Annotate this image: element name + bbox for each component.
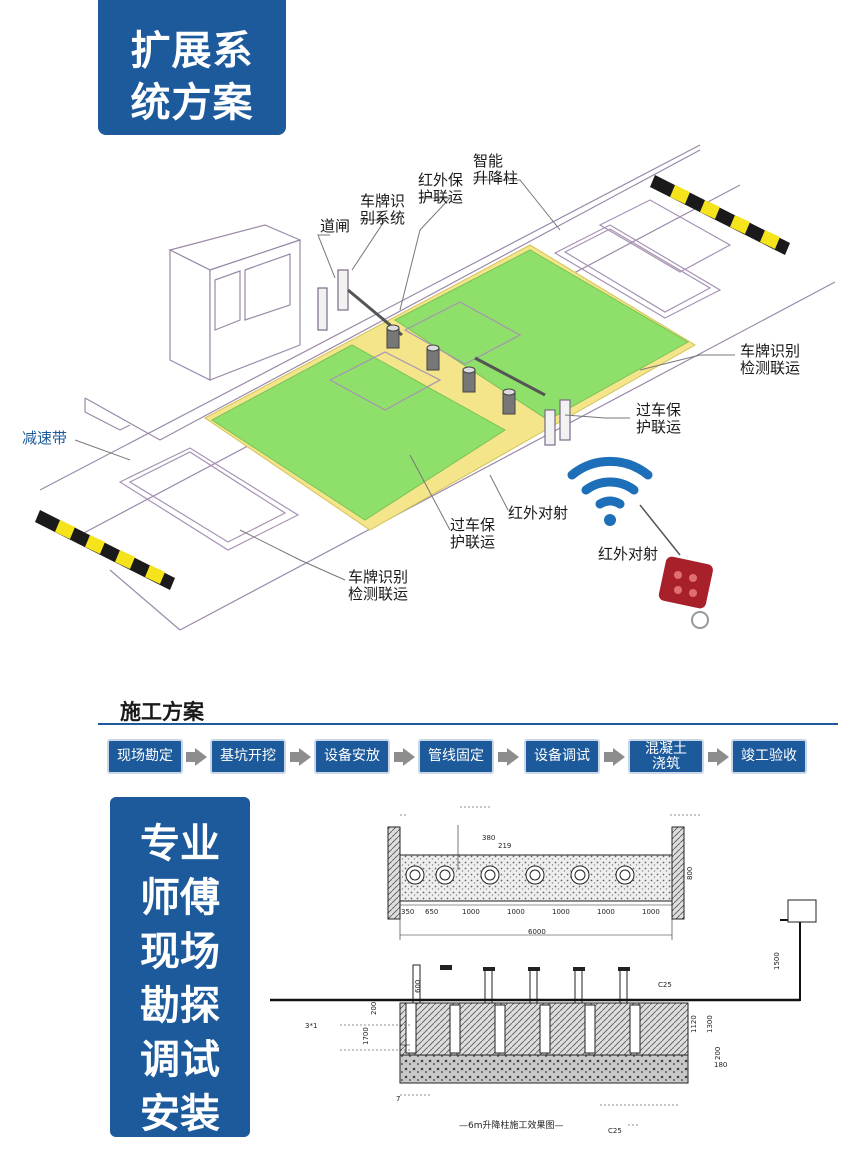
- dim-top-6: 1000: [597, 908, 615, 916]
- step-arrow-3-tail: [394, 752, 403, 762]
- parking-system-diagram: [35, 144, 836, 631]
- title-banner: 扩展系 统方案: [98, 0, 286, 135]
- dim-top-3: 1000: [462, 908, 480, 916]
- dim-1500: 1500: [773, 952, 781, 970]
- remote-control-icon: [639, 504, 713, 629]
- callout-plate-system: 车牌识 别系统: [360, 192, 406, 227]
- dim-top-4: 1000: [507, 908, 525, 916]
- label-3x1: 3*1: [305, 1022, 317, 1030]
- label-c25-top: C25: [658, 981, 672, 989]
- dim-1120: 1120: [690, 1015, 698, 1033]
- dim-219: 219: [498, 842, 511, 850]
- plan-step-5: 设备调试: [524, 739, 600, 774]
- callout-speed-bump: 减速带: [22, 429, 68, 447]
- pro-line-4: 勘探: [140, 983, 220, 1029]
- callout-lift-bollard: 智能 升降柱: [473, 152, 519, 187]
- step-arrow-1-tail: [186, 752, 195, 762]
- label-c25-bottom: C25: [608, 1127, 622, 1135]
- construction-drawing: 350 650 1000 1000 1000 1000 1000 6000 38…: [270, 806, 817, 1135]
- section-view: [270, 899, 817, 1126]
- green-zone-back: [394, 249, 690, 421]
- dim-180: 180: [714, 1061, 727, 1069]
- step-arrow-1: [195, 748, 207, 766]
- callout-barrier: 道闸: [320, 217, 351, 235]
- top-view: [387, 806, 700, 940]
- plan-step-2: 基坑开挖: [210, 739, 286, 774]
- callout-plate-right: 车牌识别 检测联运: [740, 342, 801, 377]
- dim-200: 200: [370, 1002, 378, 1015]
- dim-380: 380: [482, 834, 495, 842]
- wifi-signal-icon: [567, 457, 653, 526]
- callout-pass-protect-right: 过车保 护联运: [636, 401, 682, 436]
- dim-top-1: 350: [401, 908, 414, 916]
- callout-infrared-remote: 红外对射: [598, 545, 659, 563]
- step-arrow-3: [403, 748, 415, 766]
- pro-line-2: 师傅: [140, 875, 220, 921]
- step-arrow-6-tail: [708, 752, 717, 762]
- pro-service-banner: 专业 师傅 现场 勘探 调试 安装: [110, 797, 250, 1137]
- callout-infrared-top: 红外保 护联运: [418, 171, 464, 206]
- dim-1300: 1300: [706, 1015, 714, 1033]
- pro-line-5: 调试: [140, 1037, 220, 1083]
- lift-bollards: [386, 324, 516, 415]
- dim-600: 600: [414, 980, 422, 993]
- dim-top-5: 1000: [552, 908, 570, 916]
- dim-200-right: 200: [714, 1047, 722, 1060]
- step-arrow-5-tail: [604, 752, 613, 762]
- plan-divider: [98, 723, 838, 725]
- pro-line-1: 专业: [140, 821, 220, 867]
- callout-pass-protect-mid: 过车保 护联运: [450, 516, 496, 551]
- step-arrow-4: [507, 748, 519, 766]
- dim-top-7: 1000: [642, 908, 660, 916]
- plan-step-1: 现场勘定: [107, 739, 183, 774]
- dim-total: 6000: [528, 928, 546, 936]
- plan-step-6: 混凝土 浇筑: [628, 739, 704, 774]
- dim-1700: 1700: [362, 1027, 370, 1045]
- dim-800: 800: [686, 867, 694, 880]
- speed-bump-right: [650, 175, 790, 255]
- plan-step-7: 竣工验收: [731, 739, 807, 774]
- speed-bump-left: [35, 510, 175, 590]
- label-7: 7: [396, 1095, 400, 1103]
- callout-plate-bottom: 车牌识别 检测联运: [348, 568, 409, 603]
- pro-line-3: 现场: [140, 929, 220, 975]
- callout-infrared-mid: 红外对射: [508, 504, 569, 522]
- title-line-2: 统方案: [130, 80, 254, 126]
- step-arrow-2-tail: [290, 752, 299, 762]
- title-line-1: 扩展系: [130, 28, 254, 74]
- plan-step-3: 设备安放: [314, 739, 390, 774]
- plan-title: 施工方案: [120, 700, 204, 724]
- plan-step-4: 管线固定: [418, 739, 494, 774]
- step-arrow-2: [299, 748, 311, 766]
- dim-top-2: 650: [425, 908, 438, 916]
- green-zone-front: [211, 344, 506, 521]
- pro-line-6: 安装: [140, 1091, 220, 1137]
- step-arrow-4-tail: [498, 752, 507, 762]
- step-arrow-6: [717, 748, 729, 766]
- guard-booth: [168, 224, 302, 381]
- drawing-caption: —6m升降柱施工效果图—: [459, 1121, 564, 1131]
- step-arrow-5: [613, 748, 625, 766]
